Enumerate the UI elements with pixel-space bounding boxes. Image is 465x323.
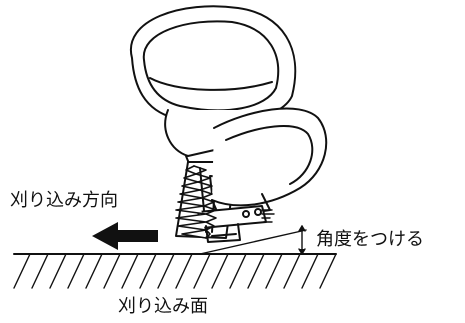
hedge-trimmer-icon bbox=[129, 5, 328, 243]
cut-surface-label: 刈り込み面 bbox=[118, 296, 208, 317]
left-arrow-icon bbox=[92, 222, 158, 250]
angle-label: 角度をつける bbox=[316, 229, 424, 250]
hatched-ground-icon bbox=[13, 253, 337, 289]
guide-comb bbox=[261, 209, 275, 223]
cut-direction-label: 刈り込み方向 bbox=[10, 190, 118, 211]
cutter-blade bbox=[175, 165, 217, 239]
angle-indicator bbox=[199, 225, 307, 255]
